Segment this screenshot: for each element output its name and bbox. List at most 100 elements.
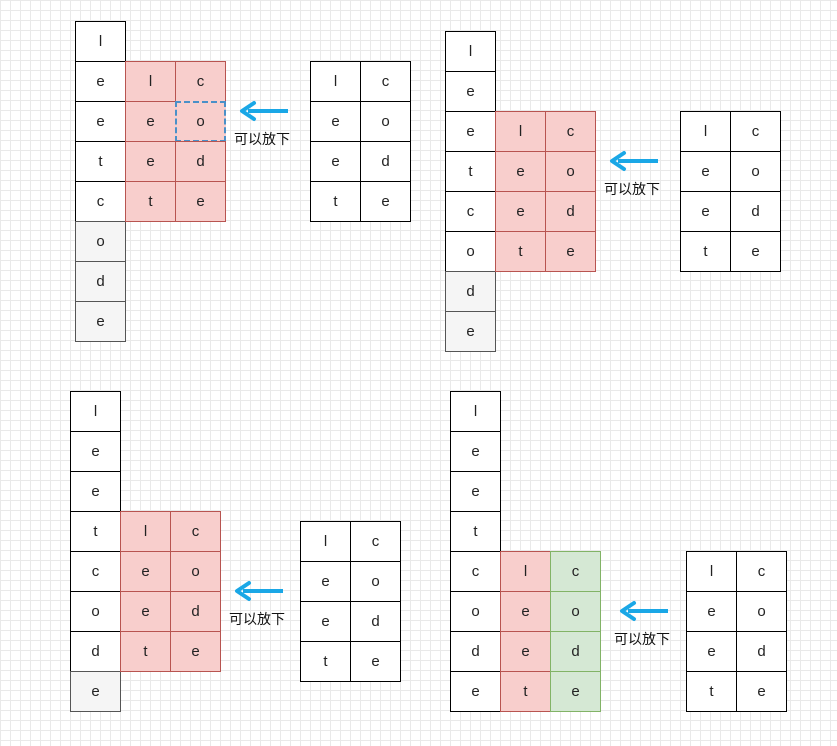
- piece-cell: e: [300, 601, 351, 642]
- left-column-cell: o: [70, 591, 121, 632]
- piece-cell: c: [360, 61, 411, 102]
- left-column-cell: l: [70, 391, 121, 432]
- piece-cell: t: [680, 231, 731, 272]
- piece-cell: e: [730, 231, 781, 272]
- piece-cell: o: [360, 101, 411, 142]
- left-column-cell: e: [75, 301, 126, 342]
- piece-cell: e: [360, 181, 411, 222]
- piece-cell: o: [730, 151, 781, 192]
- piece-cell: d: [736, 631, 787, 672]
- placed-block-cell: e: [500, 591, 551, 632]
- piece-cell: l: [300, 521, 351, 562]
- placed-block-cell: t: [120, 631, 171, 672]
- left-column-cell: t: [70, 511, 121, 552]
- placed-block-cell: t: [500, 671, 551, 712]
- placed-block-cell: l: [125, 61, 176, 102]
- left-column-cell: e: [445, 71, 496, 112]
- piece-cell: l: [310, 61, 361, 102]
- left-column-cell: t: [450, 511, 501, 552]
- piece-cell: e: [686, 591, 737, 632]
- left-column-cell: e: [445, 111, 496, 152]
- placed-block-cell: d: [545, 191, 596, 232]
- left-column-cell: o: [445, 231, 496, 272]
- fit-caption: 可以放下: [234, 132, 290, 148]
- left-column-cell: e: [75, 61, 126, 102]
- left-column-cell: l: [75, 21, 126, 62]
- left-column-cell: e: [75, 101, 126, 142]
- left-column-cell: d: [445, 271, 496, 312]
- selected-placed-cell: o: [175, 101, 226, 142]
- fit-caption: 可以放下: [614, 632, 670, 648]
- placed-block-cell: c: [175, 61, 226, 102]
- piece-cell: e: [310, 101, 361, 142]
- left-column-cell: e: [70, 671, 121, 712]
- piece-cell: d: [350, 601, 401, 642]
- placed-block-cell: e: [545, 231, 596, 272]
- left-column-cell: e: [450, 471, 501, 512]
- piece-cell: t: [686, 671, 737, 712]
- placed-block-cell: o: [170, 551, 221, 592]
- left-column-cell: l: [445, 31, 496, 72]
- left-column-cell: t: [445, 151, 496, 192]
- placed-block-cell: e: [550, 671, 601, 712]
- left-column-cell: e: [450, 671, 501, 712]
- fit-caption: 可以放下: [229, 612, 285, 628]
- piece-cell: l: [686, 551, 737, 592]
- piece-cell: c: [730, 111, 781, 152]
- piece-cell: d: [360, 141, 411, 182]
- placed-block-cell: d: [175, 141, 226, 182]
- left-column-cell: c: [445, 191, 496, 232]
- placed-block-cell: c: [550, 551, 601, 592]
- piece-cell: t: [300, 641, 351, 682]
- placed-block-cell: e: [495, 191, 546, 232]
- placed-block-cell: o: [545, 151, 596, 192]
- fit-caption: 可以放下: [604, 182, 660, 198]
- left-column-cell: t: [75, 141, 126, 182]
- placed-block-cell: e: [120, 551, 171, 592]
- placed-block-cell: l: [120, 511, 171, 552]
- placed-block-cell: l: [500, 551, 551, 592]
- placed-block-cell: e: [170, 631, 221, 672]
- piece-cell: t: [310, 181, 361, 222]
- left-column-cell: d: [70, 631, 121, 672]
- left-column-cell: e: [445, 311, 496, 352]
- piece-cell: e: [686, 631, 737, 672]
- piece-cell: c: [350, 521, 401, 562]
- left-column-cell: d: [450, 631, 501, 672]
- piece-cell: e: [680, 191, 731, 232]
- piece-cell: o: [736, 591, 787, 632]
- left-column-cell: o: [75, 221, 126, 262]
- left-column-cell: e: [70, 471, 121, 512]
- left-column-cell: e: [70, 431, 121, 472]
- placed-block-cell: e: [120, 591, 171, 632]
- placed-block-cell: t: [125, 181, 176, 222]
- left-column-cell: l: [450, 391, 501, 432]
- arrow-left-icon: [620, 601, 668, 621]
- left-column-cell: o: [450, 591, 501, 632]
- piece-cell: e: [300, 561, 351, 602]
- left-column-cell: c: [75, 181, 126, 222]
- arrow-left-icon: [610, 151, 658, 171]
- placed-block-cell: e: [495, 151, 546, 192]
- piece-cell: e: [350, 641, 401, 682]
- placed-block-cell: e: [125, 141, 176, 182]
- placed-block-cell: t: [495, 231, 546, 272]
- piece-cell: l: [680, 111, 731, 152]
- placed-block-cell: e: [500, 631, 551, 672]
- left-column-cell: e: [450, 431, 501, 472]
- piece-cell: o: [350, 561, 401, 602]
- placed-block-cell: d: [550, 631, 601, 672]
- arrow-left-icon: [235, 581, 283, 601]
- placed-block-cell: e: [175, 181, 226, 222]
- placed-block-cell: o: [550, 591, 601, 632]
- placed-block-cell: l: [495, 111, 546, 152]
- piece-cell: d: [730, 191, 781, 232]
- piece-cell: c: [736, 551, 787, 592]
- piece-cell: e: [310, 141, 361, 182]
- arrow-left-icon: [240, 101, 288, 121]
- left-column-cell: c: [450, 551, 501, 592]
- left-column-cell: d: [75, 261, 126, 302]
- piece-cell: e: [680, 151, 731, 192]
- placed-block-cell: d: [170, 591, 221, 632]
